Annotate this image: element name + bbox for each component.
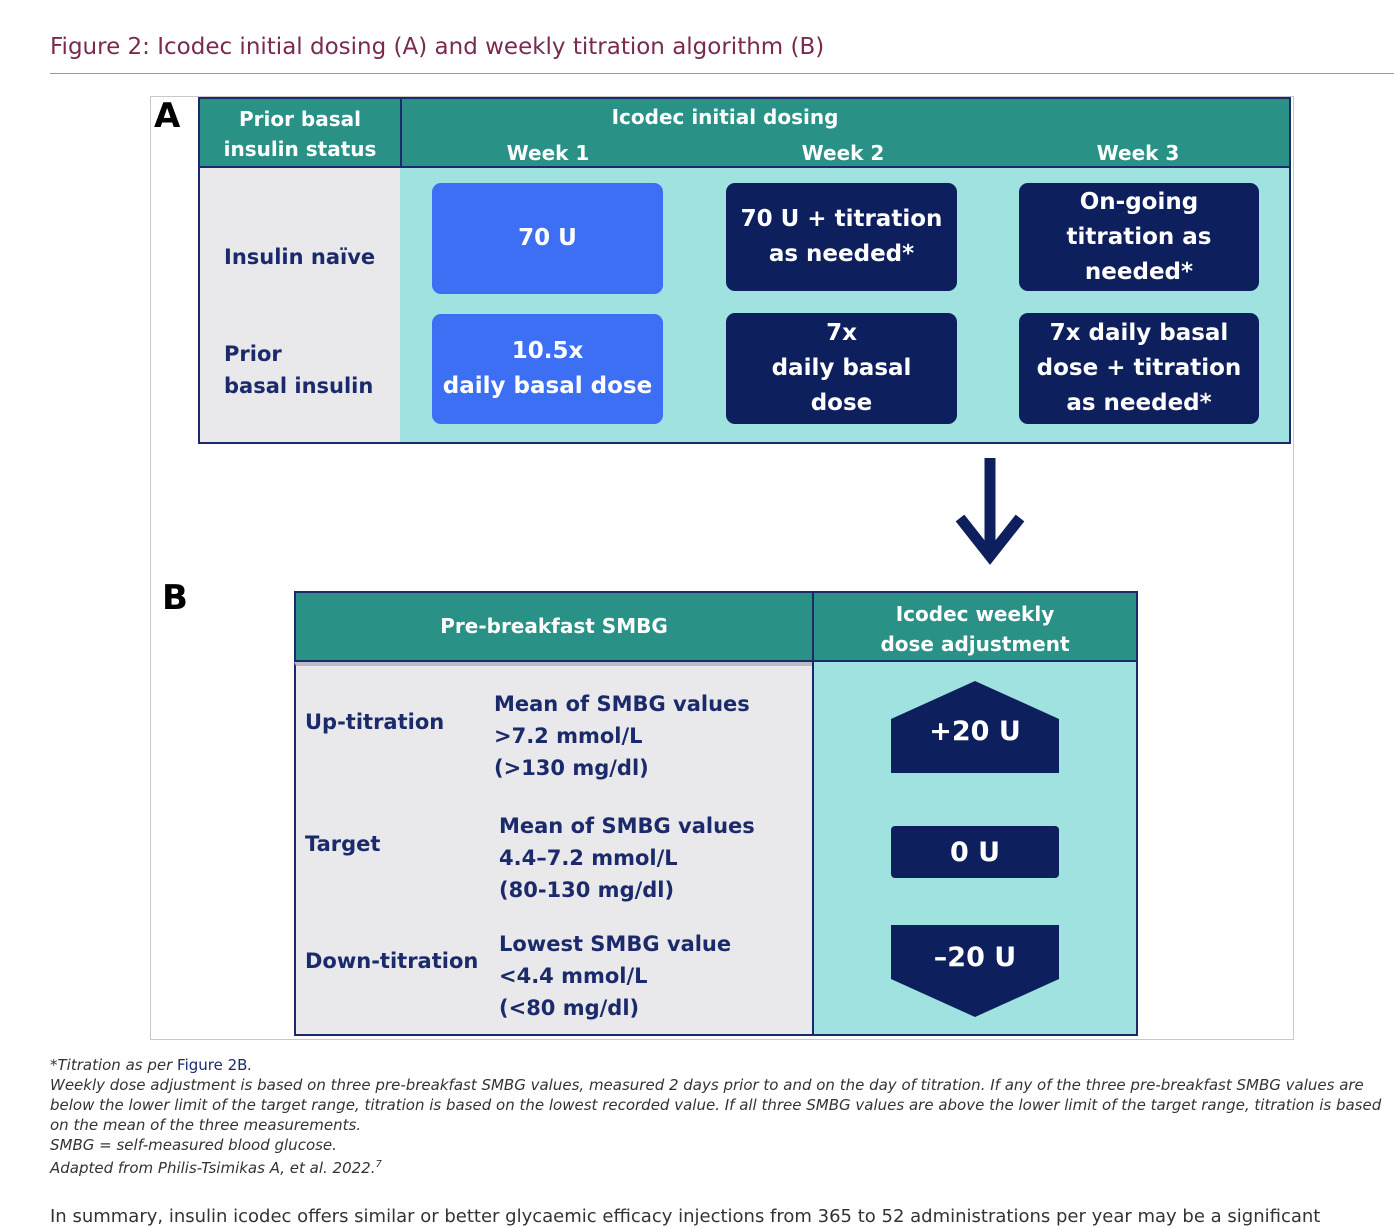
week-3-header: Week 3 xyxy=(1096,141,1180,165)
target-criteria-line-2: 4.4–7.2 mmol/L xyxy=(499,846,678,870)
figure-2b-link[interactable]: Figure 2B xyxy=(177,1056,248,1074)
body-text-line: In summary, insulin icodec offers simila… xyxy=(50,1206,1321,1227)
row-label-insulin-naive: Insulin naïve xyxy=(224,245,376,269)
down-arrow-icon xyxy=(955,458,1025,565)
footnote-reference[interactable]: 7 xyxy=(375,1159,382,1170)
down-criteria-line-3: (<80 mg/dl) xyxy=(499,996,640,1020)
prior-status-header: Prior basal insulin status xyxy=(223,107,377,161)
row-label-up-titration: Up-titration xyxy=(305,710,445,734)
down-criteria-line-2: <4.4 mmol/L xyxy=(499,964,648,988)
target-criteria-line-3: (80-130 mg/dl) xyxy=(499,878,675,902)
naive-week-3-dose: On-going titration as needed* xyxy=(1019,183,1259,291)
target-adjustment-value: 0 U xyxy=(891,826,1059,878)
down-adjustment-value: –20 U xyxy=(933,942,1017,973)
panel-b-letter: B xyxy=(162,578,188,618)
naive-week-2-dose: 70 U + titration as needed* xyxy=(726,183,957,291)
row-label-down-titration: Down-titration xyxy=(305,949,479,973)
down-criteria-line-1: Lowest SMBG value xyxy=(499,932,732,956)
initial-dosing-header: Icodec initial dosing xyxy=(611,105,839,129)
up-criteria-line-2: >7.2 mmol/L xyxy=(494,724,643,748)
figure-title: Figure 2: Icodec initial dosing (A) and … xyxy=(50,34,825,60)
smbg-criteria-panel xyxy=(294,662,814,1036)
panel-a-letter: A xyxy=(154,96,181,136)
figure-frame xyxy=(150,96,1294,1040)
footnote-adjustment-method: Weekly dose adjustment is based on three… xyxy=(50,1076,1382,1134)
footnote-prefix: *Titration as per xyxy=(50,1056,178,1074)
adjust-header-bar xyxy=(812,591,1138,662)
week-2-header: Week 2 xyxy=(801,141,885,165)
up-criteria-line-1: Mean of SMBG values xyxy=(494,692,750,716)
up-arrow-shape-icon xyxy=(891,681,1059,773)
figure-footnotes: *Titration as per Figure 2B. Weekly dose… xyxy=(50,1055,1390,1178)
status-column xyxy=(198,168,402,444)
row-label-target: Target xyxy=(305,832,381,856)
panel-a-header-bar xyxy=(198,97,1291,168)
footnote-source-text: Adapted from Philis-Tsimikas A, et al. 2… xyxy=(50,1159,376,1177)
up-adjustment-value: +20 U xyxy=(929,716,1021,747)
down-arrow-shape-icon xyxy=(891,925,1059,1017)
smbg-header-bar xyxy=(294,591,814,662)
adjust-header: Icodec weekly dose adjustment xyxy=(880,602,1070,656)
footnote-source: Adapted from Philis-Tsimikas A, et al. 2… xyxy=(50,1155,1390,1178)
week-1-header: Week 1 xyxy=(506,141,590,165)
smbg-header: Pre-breakfast SMBG xyxy=(440,614,668,638)
prior-week-2-dose: 7x daily basal dose xyxy=(726,313,957,424)
footnote-smbg-definition: SMBG = self-measured blood glucose. xyxy=(50,1136,337,1154)
target-criteria-line-1: Mean of SMBG values xyxy=(499,814,755,838)
footnote-suffix: . xyxy=(247,1056,253,1074)
up-criteria-line-3: (>130 mg/dl) xyxy=(494,756,649,780)
row-label-prior-basal: Prior basal insulin xyxy=(224,342,374,398)
naive-week-1-dose: 70 U xyxy=(432,183,663,294)
prior-week-1-dose: 10.5x daily basal dose xyxy=(432,314,663,424)
title-divider xyxy=(50,73,1394,74)
footnote-titration: *Titration as per Figure 2B. xyxy=(50,1055,1390,1075)
prior-week-3-dose: 7x daily basal dose + titration as neede… xyxy=(1019,313,1259,424)
header-divider xyxy=(400,97,402,168)
